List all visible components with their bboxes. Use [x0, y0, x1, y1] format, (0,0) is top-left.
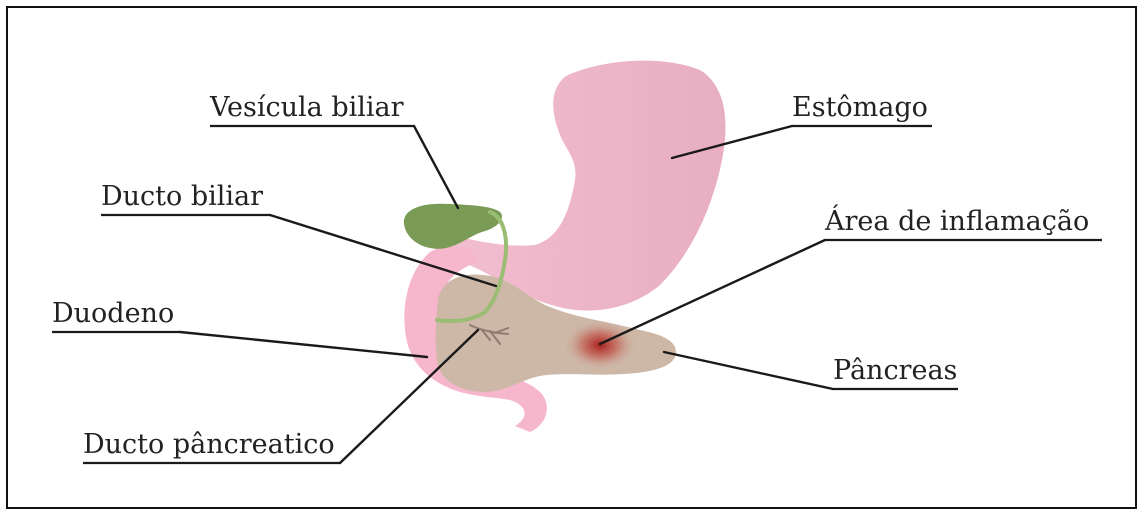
pancreas-leader — [664, 352, 833, 389]
label-inflammation: Área de inflamação — [824, 204, 1089, 237]
label-stomach: Estômago — [792, 92, 928, 123]
label-bile-duct: Ducto biliar — [101, 181, 263, 212]
label-gallbladder: Vesícula biliar — [209, 92, 404, 123]
label-pancreatic-duct: Ducto pâncreatico — [83, 429, 335, 460]
stomach-shape — [425, 61, 726, 311]
label-duodenum: Duodeno — [52, 298, 174, 329]
gallbladder-leader — [414, 126, 458, 208]
label-pancreas: Pâncreas — [833, 355, 957, 386]
duodenum-leader — [180, 332, 427, 357]
gallbladder-shape — [404, 204, 502, 249]
